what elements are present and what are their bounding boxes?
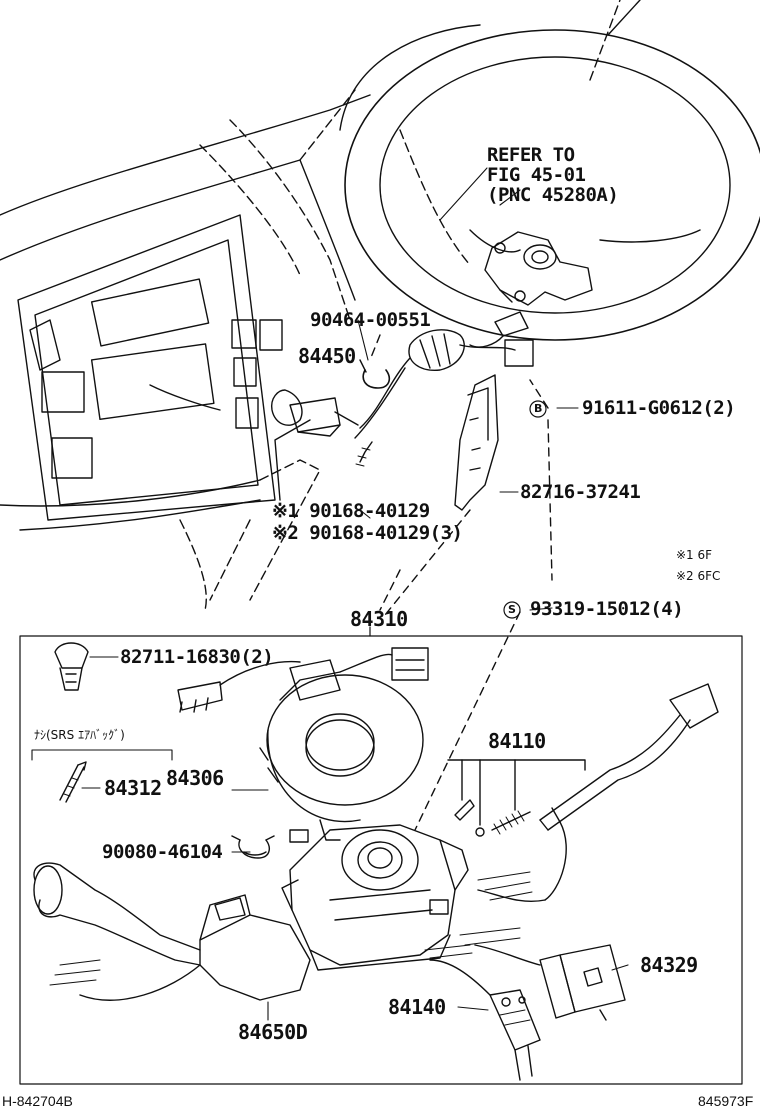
legend-line1: ※1 6F (676, 548, 713, 562)
srs-bracket (31, 749, 173, 761)
callout-84110: 84110 (488, 729, 546, 753)
callout-90080: 90080-46104 (102, 841, 223, 863)
wiper-lever-drawing (477, 683, 719, 903)
callout-84140: 84140 (388, 995, 446, 1019)
callout-91611: 91611-G0612(2) (582, 397, 736, 419)
b-marker-label: B (534, 402, 543, 415)
refer-note-line3: (PNC 45280A) (487, 184, 619, 206)
callout-93319: 93319-15012(4) (530, 598, 684, 620)
refer-note-line2: FIG 45-01 (487, 164, 586, 186)
pointer-lines (81, 167, 629, 1021)
callout-84310: 84310 (350, 607, 408, 631)
callout-82716: 82716-37241 (520, 481, 641, 503)
clip-drawing (54, 642, 89, 691)
footer-right-code: 845973F (698, 1093, 754, 1109)
callout-84650D: 84650D (238, 1020, 308, 1044)
s-marker-circle (503, 601, 521, 619)
s-marker-label: S (508, 603, 516, 616)
callout-90464: 90464-00551 (310, 309, 431, 331)
leader-lines (369, 334, 553, 831)
callout-84306: 84306 (166, 766, 224, 790)
callout-84329: 84329 (640, 953, 698, 977)
refer-note-line1: REFER TO (487, 144, 575, 166)
column-switch-upper (484, 231, 593, 306)
callout-84450: 84450 (298, 344, 356, 368)
relay-drawing (459, 927, 626, 1021)
callout-84312: 84312 (104, 776, 162, 800)
parts-84110-drawing (447, 759, 586, 837)
bracket-drawing (454, 374, 499, 511)
legend-line2: ※2 6FC (676, 569, 721, 583)
switch-body-drawing (281, 824, 469, 971)
harness-upper (289, 311, 534, 467)
callout-90168-1: ※1 90168-40129 (272, 500, 430, 522)
footer-left-code: H-842704B (2, 1093, 73, 1109)
screw-84312-drawing (59, 761, 87, 803)
light-lever-drawing (33, 862, 311, 1001)
spiral-cable-drawing (177, 647, 429, 843)
group-frame (19, 635, 743, 1085)
steering-wheel-drawing (339, 0, 760, 341)
clamp-drawing (231, 835, 275, 859)
callout-82711: 82711-16830(2) (120, 646, 274, 668)
switch-84140-drawing (424, 944, 541, 1081)
callout-90168-2: ※2 90168-40129(3) (272, 522, 463, 544)
dashboard-drawing (0, 89, 371, 611)
b-marker-circle (529, 400, 547, 418)
srs-note: ﾅｼ(SRS ｴｱﾊﾞｯｸﾞ) (34, 728, 125, 742)
